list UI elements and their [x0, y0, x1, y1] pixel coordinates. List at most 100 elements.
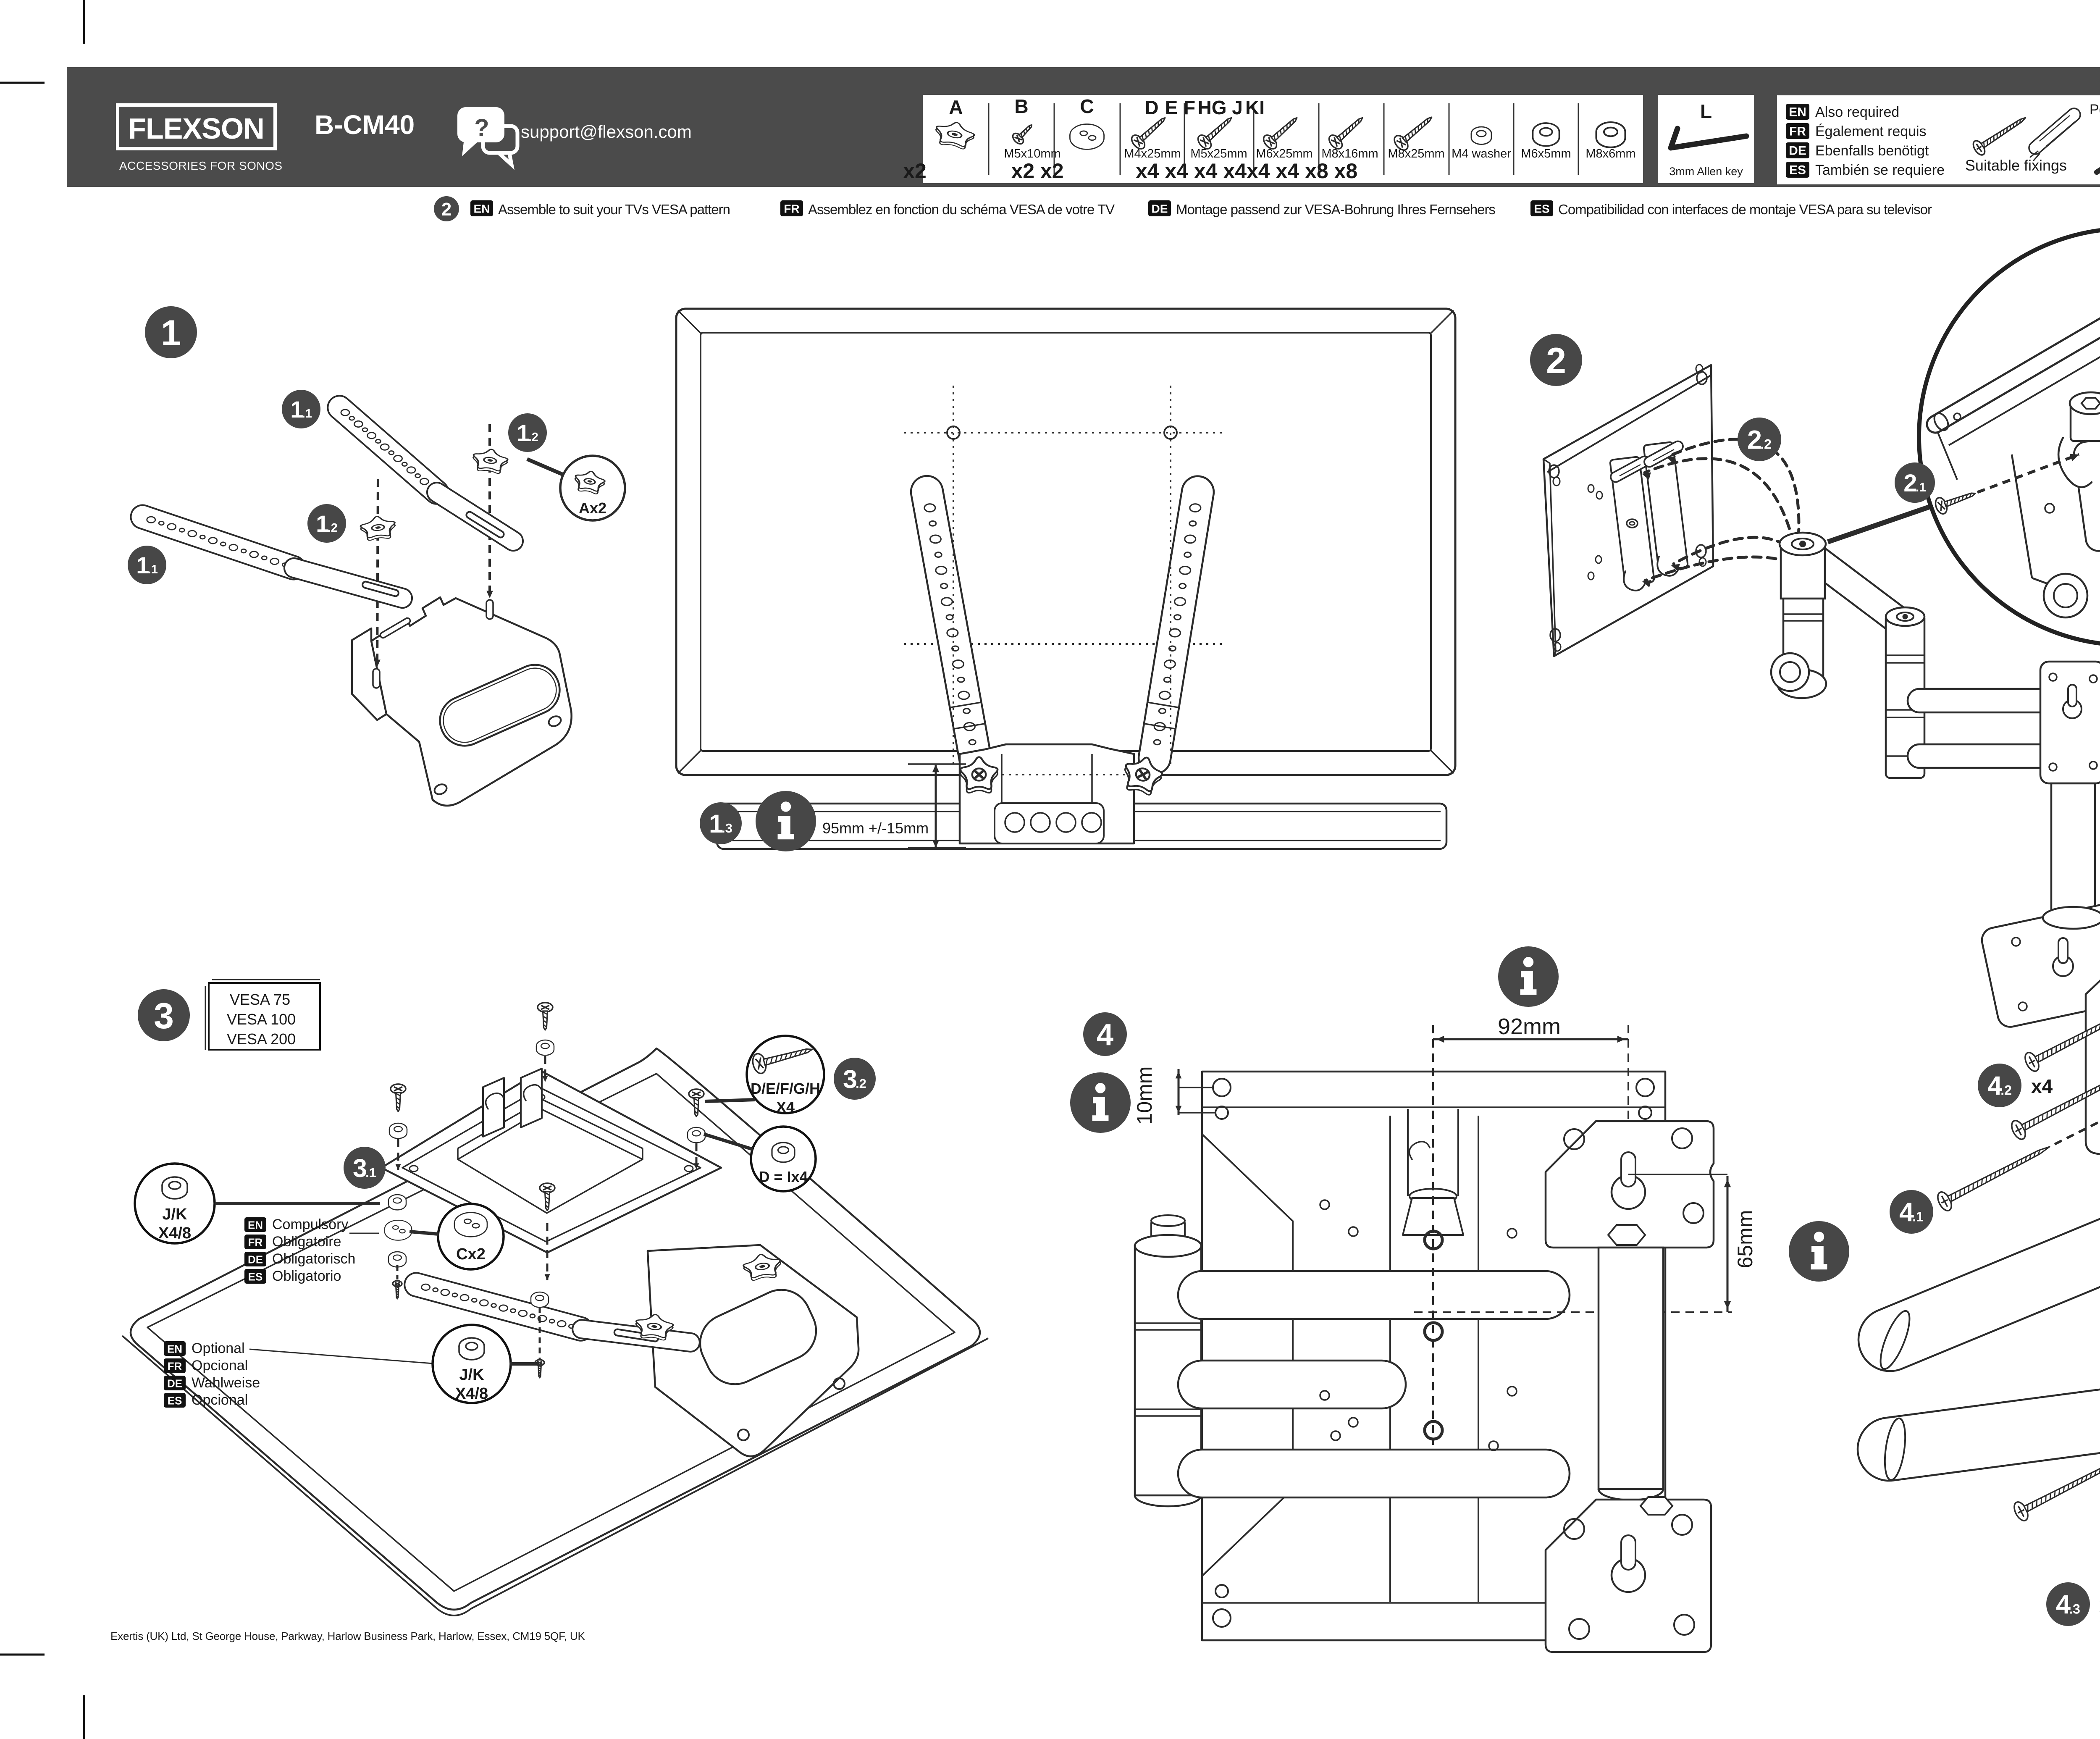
svg-text:B-CM40: B-CM40 — [315, 110, 415, 140]
svg-text:.2: .2 — [328, 521, 338, 535]
svg-text:1: 1 — [290, 396, 303, 423]
svg-text:X4/8: X4/8 — [455, 1385, 488, 1403]
svg-text:Opcional: Opcional — [192, 1392, 248, 1408]
svg-text:M8x16mm: M8x16mm — [1321, 147, 1378, 160]
svg-text:Wahlweise: Wahlweise — [192, 1375, 260, 1391]
svg-text:Assemblez en fonction du schém: Assemblez en fonction du schéma VESA de … — [808, 202, 1115, 217]
svg-text:10mm: 10mm — [1133, 1067, 1156, 1125]
svg-text:Obligatoire: Obligatoire — [272, 1234, 341, 1250]
svg-text:Obligatorio: Obligatorio — [272, 1268, 341, 1284]
svg-text:M8x6mm: M8x6mm — [1586, 147, 1635, 160]
svg-text:X4/8: X4/8 — [158, 1224, 191, 1242]
svg-text:4: 4 — [2056, 1590, 2071, 1620]
svg-text:Assemble to suit your TVs VESA: Assemble to suit your TVs VESA pattern — [498, 202, 730, 217]
svg-text:Pozi-drive: Pozi-drive — [2090, 102, 2100, 118]
svg-text:.1: .1 — [365, 1165, 376, 1180]
svg-text:Compulsory: Compulsory — [272, 1216, 348, 1232]
svg-text:3: 3 — [843, 1065, 857, 1093]
svg-text:3: 3 — [353, 1154, 367, 1182]
svg-text:Opcional: Opcional — [192, 1358, 248, 1374]
svg-text:ACCESSORIES FOR SONOS: ACCESSORIES FOR SONOS — [119, 159, 283, 172]
svg-text:FLEXSON: FLEXSON — [128, 112, 264, 145]
svg-text:A: A — [949, 96, 963, 118]
svg-text:VESA 100: VESA 100 — [227, 1011, 296, 1028]
svg-text:KI: KI — [1245, 97, 1265, 118]
svg-text:M5x10mm: M5x10mm — [1004, 147, 1060, 160]
svg-text:x4: x4 — [2031, 1075, 2053, 1097]
svg-text:M4 washer: M4 washer — [1452, 147, 1511, 160]
svg-text:FR: FR — [784, 202, 799, 215]
svg-text:X4: X4 — [776, 1098, 795, 1116]
svg-text:1: 1 — [316, 510, 329, 537]
svg-text:.2: .2 — [2000, 1083, 2012, 1098]
svg-text:EN: EN — [248, 1219, 263, 1231]
svg-text:FR: FR — [1789, 125, 1806, 139]
svg-text:M4x25mm: M4x25mm — [1124, 147, 1181, 160]
svg-text:J/K: J/K — [162, 1206, 187, 1223]
svg-text:x2 x2: x2 x2 — [1011, 159, 1063, 183]
svg-text:2: 2 — [441, 199, 452, 220]
svg-text:Obligatorisch: Obligatorisch — [272, 1251, 355, 1267]
svg-text:Compatibilidad con interfaces: Compatibilidad con interfaces de montaje… — [1558, 202, 1932, 217]
svg-text:Also required: Also required — [1815, 104, 1899, 120]
svg-text:F: F — [1184, 97, 1195, 118]
svg-text:ES: ES — [1534, 202, 1549, 215]
svg-text:Optional: Optional — [192, 1340, 245, 1356]
svg-text:DE: DE — [1789, 144, 1806, 158]
svg-text:Cx2: Cx2 — [456, 1245, 486, 1263]
svg-text:D = Ix4: D = Ix4 — [759, 1168, 808, 1185]
svg-text:FR: FR — [248, 1236, 263, 1248]
svg-text:M6x5mm: M6x5mm — [1521, 147, 1571, 160]
svg-text:Exertis (UK) Ltd, St George Ho: Exertis (UK) Ltd, St George House, Parkw… — [110, 1630, 585, 1642]
svg-text:.1: .1 — [1912, 1209, 1924, 1224]
svg-text:support@flexson.com: support@flexson.com — [521, 122, 692, 142]
svg-text:Ebenfalls benötigt: Ebenfalls benötigt — [1815, 143, 1929, 159]
svg-text:Également requis: Également requis — [1815, 123, 1927, 139]
svg-text:.3: .3 — [2069, 1602, 2080, 1617]
svg-text:Suitable fixings: Suitable fixings — [1965, 157, 2067, 174]
svg-text:HG: HG — [1198, 97, 1227, 118]
svg-text:4: 4 — [1987, 1072, 2002, 1101]
svg-text:L: L — [1700, 100, 1712, 122]
svg-text:ES: ES — [1789, 163, 1806, 177]
svg-text:3mm Allen key: 3mm Allen key — [1669, 165, 1743, 178]
svg-text:J/K: J/K — [459, 1366, 484, 1384]
svg-text:.2: .2 — [856, 1076, 866, 1091]
svg-text:D: D — [1144, 97, 1158, 118]
svg-text:x4 x4 x4 x4x4 x4 x8 x8: x4 x4 x4 x4x4 x4 x8 x8 — [1136, 159, 1357, 183]
svg-text:M6x25mm: M6x25mm — [1256, 147, 1312, 160]
svg-text:DE: DE — [1152, 202, 1168, 215]
svg-text:.3: .3 — [722, 821, 732, 835]
svg-text:B: B — [1014, 95, 1028, 117]
svg-text:C: C — [1080, 95, 1094, 117]
svg-text:4: 4 — [1899, 1198, 1914, 1227]
svg-text:.2: .2 — [1760, 437, 1772, 452]
svg-text:.1: .1 — [302, 407, 312, 420]
svg-text:DE: DE — [167, 1377, 182, 1390]
svg-text:VESA 75: VESA 75 — [230, 991, 290, 1008]
svg-text:E: E — [1165, 97, 1178, 118]
svg-text:M8x25mm: M8x25mm — [1388, 147, 1444, 160]
svg-text:?: ? — [474, 114, 489, 142]
svg-text:65mm: 65mm — [1733, 1210, 1757, 1269]
svg-text:EN: EN — [1789, 105, 1806, 119]
svg-text:1: 1 — [136, 552, 149, 578]
svg-text:D/E/F/G/H: D/E/F/G/H — [751, 1080, 820, 1097]
svg-text:EN: EN — [167, 1342, 182, 1355]
svg-text:1: 1 — [709, 809, 723, 838]
svg-text:.2: .2 — [528, 431, 538, 444]
svg-text:J: J — [1232, 97, 1243, 118]
svg-text:1: 1 — [517, 420, 530, 446]
svg-text:ES: ES — [248, 1270, 263, 1283]
svg-text:4: 4 — [1097, 1018, 1113, 1052]
svg-text:.1: .1 — [148, 563, 158, 576]
svg-text:2: 2 — [1747, 426, 1762, 455]
svg-text:2: 2 — [1903, 470, 1917, 497]
svg-text:M5x25mm: M5x25mm — [1190, 147, 1247, 160]
svg-text:ES: ES — [168, 1394, 182, 1407]
svg-text:DE: DE — [248, 1253, 263, 1266]
svg-text:.1: .1 — [1916, 481, 1926, 494]
svg-text:VESA 200: VESA 200 — [227, 1030, 296, 1048]
svg-text:Montage passend zur VESA-Bohru: Montage passend zur VESA-Bohrung Ihres F… — [1176, 202, 1495, 217]
svg-text:3: 3 — [154, 996, 174, 1036]
